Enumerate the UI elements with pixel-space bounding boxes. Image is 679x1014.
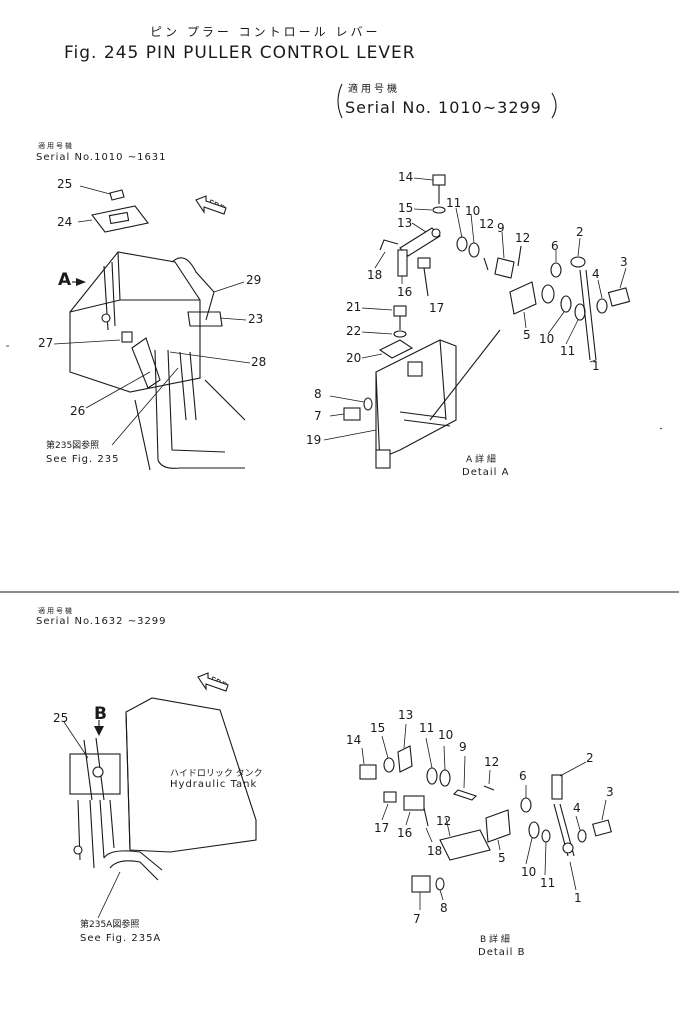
detail-b-kanji: B 詳 細: [480, 935, 510, 945]
top-ref-text: See Fig. 235: [46, 454, 120, 465]
callout-detail-a-7: 13: [397, 216, 413, 230]
bottom-overview-illustration: [63, 697, 257, 919]
callout-detail-a-4: 12: [479, 217, 495, 231]
callout-detail-b-3: 10: [438, 728, 454, 742]
view-arrow-icon-b: [94, 720, 104, 736]
bottom-ref-text: See Fig. 235A: [80, 933, 162, 944]
callout-detail-a-0: 14: [398, 170, 414, 184]
callout-detail-b-15: 5: [498, 851, 506, 865]
callout-detail-a-17: 20: [346, 351, 362, 365]
callout-top-overview-5: 28: [251, 355, 267, 369]
page-title: Fig. 245 PIN PULLER CONTROL LEVER: [64, 43, 416, 63]
callout-detail-b-14: 18: [427, 844, 443, 858]
callout-detail-a-12: 18: [367, 268, 383, 282]
stray-mark-right: [659, 427, 663, 430]
callout-detail-a-3: 10: [465, 204, 481, 218]
callout-detail-a-20: 11: [560, 344, 576, 358]
callout-detail-a-13: 16: [397, 285, 413, 299]
callout-detail-b-12: 16: [397, 826, 413, 840]
view-letter-b: B: [94, 704, 107, 724]
front-direction-arrow-icon-2: [197, 672, 229, 692]
callout-detail-b-6: 12: [484, 755, 500, 769]
callout-detail-b-11: 17: [374, 821, 390, 835]
bottom-ref-kanji: 第235A図参照: [80, 920, 140, 930]
callout-detail-a-8: 6: [551, 239, 559, 253]
callout-detail-b-0: 13: [398, 708, 414, 722]
tank-label: Hydraulic Tank: [170, 779, 258, 790]
callout-detail-b-4: 14: [346, 733, 362, 747]
callout-detail-a-15: 21: [346, 300, 362, 314]
detail-a-kanji: A 詳 細: [466, 455, 496, 465]
top-serial-kanji: 適用号機: [38, 142, 74, 150]
callout-top-overview-2: 29: [246, 273, 262, 287]
top-ref-kanji: 第235図参照: [46, 441, 100, 451]
serial-bracket: [337, 83, 557, 119]
bottom-serial-range: Serial No.1632 ~3299: [36, 616, 167, 627]
callout-detail-a-22: 8: [314, 387, 322, 401]
callout-detail-b-10: 4: [573, 801, 581, 815]
callout-detail-a-24: 19: [306, 433, 322, 447]
title-katakana: ピン プラー コントロール レバー: [150, 25, 381, 39]
callout-detail-a-21: 1: [592, 359, 600, 373]
callout-detail-a-2: 11: [446, 196, 462, 210]
callout-detail-a-18: 5: [523, 328, 531, 342]
detail-a-illustration: [323, 174, 631, 469]
callout-detail-a-11: 3: [620, 255, 628, 269]
callout-detail-a-19: 10: [539, 332, 555, 346]
callout-detail-a-23: 7: [314, 409, 322, 423]
top-serial-range: Serial No.1010 ~1631: [36, 152, 167, 163]
callout-detail-a-9: 2: [576, 225, 584, 239]
bottom-serial-kanji: 適用号機: [38, 607, 74, 615]
detail-b-illustration: [359, 723, 612, 910]
callout-detail-a-5: 9: [497, 221, 505, 235]
serial-main-kanji: 適用号機: [348, 84, 400, 95]
callout-bottom-overview-0: 25: [53, 711, 69, 725]
callout-detail-a-1: 15: [398, 201, 414, 215]
callout-detail-a-16: 22: [346, 324, 362, 338]
callout-detail-a-6: 12: [515, 231, 531, 245]
callout-detail-b-18: 1: [574, 891, 582, 905]
detail-b-label: Detail B: [478, 947, 526, 958]
callout-detail-b-7: 2: [586, 751, 594, 765]
callout-top-overview-6: 26: [70, 404, 86, 418]
callout-detail-b-20: 8: [440, 901, 448, 915]
callout-top-overview-1: 24: [57, 215, 73, 229]
callout-detail-b-8: 6: [519, 769, 527, 783]
view-letter-a: A: [58, 270, 72, 290]
callout-detail-b-17: 11: [540, 876, 556, 890]
serial-main-range: Serial No. 1010~3299: [345, 98, 542, 117]
callout-detail-b-9: 3: [606, 785, 614, 799]
callout-detail-a-10: 4: [592, 267, 600, 281]
callout-detail-a-14: 17: [429, 301, 445, 315]
tank-kanji: ハイドロリック タンク: [170, 769, 263, 779]
callout-top-overview-3: 23: [248, 312, 264, 326]
front-direction-arrow-icon: [195, 195, 227, 215]
callout-detail-b-16: 10: [521, 865, 537, 879]
view-arrow-icon: [72, 278, 86, 286]
callout-top-overview-0: 25: [57, 177, 73, 191]
callout-detail-b-2: 11: [419, 721, 435, 735]
callout-top-overview-4: 27: [38, 336, 54, 350]
callout-detail-b-1: 15: [370, 721, 386, 735]
callout-detail-b-5: 9: [459, 740, 467, 754]
callout-detail-b-19: 7: [413, 912, 421, 926]
top-overview-illustration: [53, 185, 251, 471]
detail-a-label: Detail A: [462, 467, 510, 478]
